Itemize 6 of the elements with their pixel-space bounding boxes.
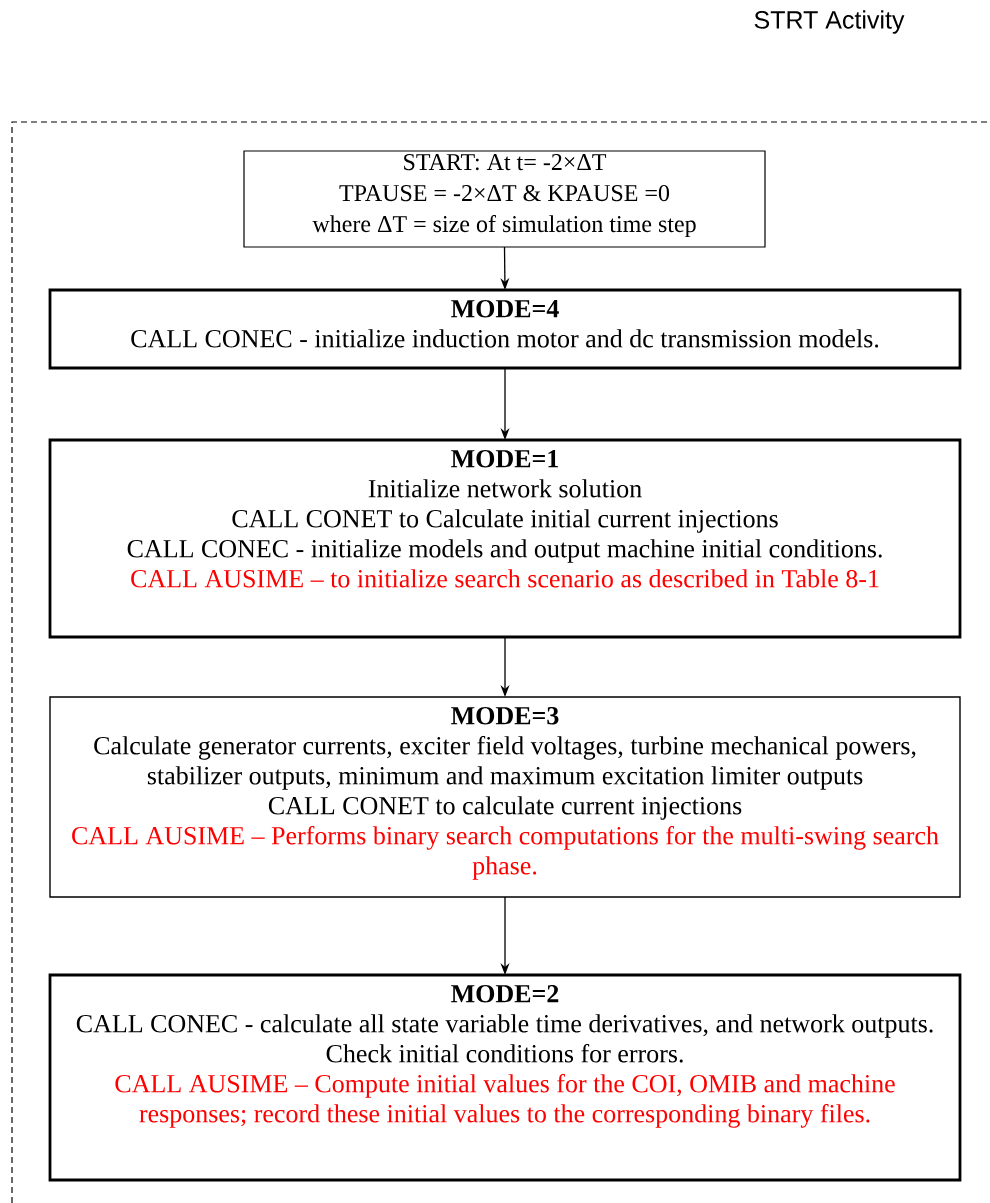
process-box: MODE=1 Initialize network solution CALL CONET to Calculate initial current injections CALL CONEC - initialize models and output machine initial conditions. CALL AUSIME – to initialize search scenario as described in Table 8-1 bbox=[48, 438, 962, 639]
process-box: MODE=3 Calculate generator currents, exciter field voltages, turbine mechanical powers, stabilizer outputs, minimum and maximum excitation limiter outputs CALL CONET to calculate current injections CALL AUSIME – Performs binary search computations for the multi-swing search phase. bbox=[49, 696, 961, 898]
start-box: START: At t= -2×ΔT TPAUSE = -2×ΔT & KPAUSE =0 where ΔT = size of simulation time step bbox=[243, 150, 766, 248]
process-box: MODE=4 CALL CONEC - initialize induction motor and dc transmission models. bbox=[48, 288, 962, 370]
process-box: MODE=2 CALL CONEC - calculate all state variable time derivatives, and network outputs. Check initial conditions for errors. CALL AUSIME – Compute initial values for the COI, OMIB and machine responses; record these initial values to the corresponding binary files. bbox=[48, 973, 962, 1182]
frame-title: STRT Activity bbox=[754, 10, 905, 34]
